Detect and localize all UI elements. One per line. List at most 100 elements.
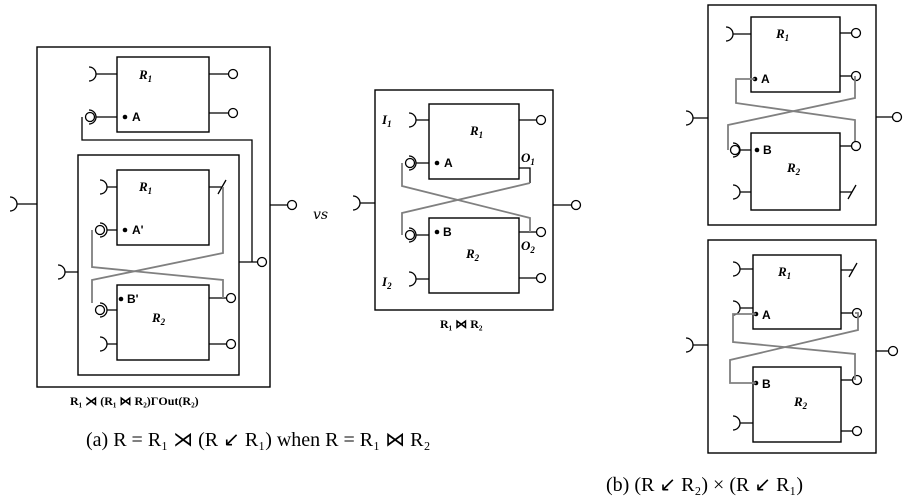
port-dot-b-right-top [754,147,760,153]
outer-box-right-top [707,4,877,226]
middle-formula: R₁ ⋈ R₂ [440,317,483,331]
input-socket-r1-right-top [725,26,751,42]
input-socket-r1-right-bottom-2 [732,300,753,316]
component-r1-middle [428,103,520,180]
wire-a-to-output [81,117,253,262]
output-ball-r2-middle-2 [535,272,547,284]
component-r1-right-top [750,16,841,93]
component-r2-inner [116,284,210,361]
port-label-i2: I2 [381,274,392,291]
vs-label: vs [313,207,328,223]
output-cut-r1-right-bottom [841,262,858,278]
left-composition: R1 A R1 A' R2 B' [9,46,298,408]
outer-output-ball-right-bottom [887,345,899,357]
port-label-a-right-top: A [761,72,770,86]
caption-b: (b) (R ↙ R₂) × (R ↙ R₁) [606,474,803,496]
port-label-o2: O2 [521,238,535,255]
output-ball-r1-middle-1 [535,114,547,126]
input-socket-a-middle [408,155,429,171]
component-r2-right-top [750,132,841,211]
port-label-a-middle: A [444,156,453,170]
output-ball-r2-right-bottom-2 [851,425,863,437]
input-socket-r1-top [88,66,117,82]
r1-middle-label: R1 [469,123,483,140]
outer-box-middle [374,89,554,311]
input-socket-r2-right-bottom [732,415,753,431]
input-socket-r2-inner [99,336,117,352]
cross-wire-o1-b [401,182,531,235]
plug-b-right-top [729,144,741,156]
port-label-b-middle: B [443,225,452,239]
port-label-b-right-bottom: B [762,377,771,391]
cross-wire-b-right-top [727,76,856,150]
inner-box-output-ball [256,256,268,268]
outer-output-ball-left [286,199,298,211]
plug-a-left [84,111,96,123]
r1-top-label: R1 [138,67,152,84]
port-label-o1: O1 [521,150,535,167]
input-socket-b-middle [408,227,429,243]
outer-box-left [36,46,271,388]
input-socket-r1-top-a [88,109,117,125]
cross-wire-a-right-bottom [732,313,856,380]
component-r1-right-bottom [752,254,842,330]
port-dot-a-middle [434,160,440,166]
output-ball-r1-top-2 [227,107,239,119]
port-dot-a [122,114,128,120]
right-bottom-composition: R1 A R2 B [685,239,899,454]
r2-right-bottom-label: R2 [793,394,808,411]
cross-wire-a-right-top [735,78,856,146]
inner-box-left [77,154,240,376]
outer-input-socket-right-bottom [685,337,708,353]
cross-wire-b-prime [91,187,224,303]
port-label-i1: I1 [381,112,392,129]
input-socket-i1 [408,112,429,128]
plug-a-middle [404,157,416,169]
r1-right-top-label: R1 [775,26,789,43]
port-label-a-prime: A' [132,223,144,237]
r1-inner-label: R1 [138,179,152,196]
r2-right-top-label: R2 [786,160,801,177]
outer-input-socket-right-top [685,110,708,126]
port-label-b-right-top: B [763,143,772,157]
component-r2-middle [428,217,520,294]
input-socket-r1-right-bottom [732,261,753,277]
output-ball-r2-inner-1 [225,292,237,304]
output-ball-r2-right-top-1 [850,140,862,152]
r2-middle-label: R2 [465,246,480,263]
cross-wire-a-o2 [401,163,531,232]
port-label-a-right-bottom: A [762,308,771,322]
input-socket-r1-inner-a [99,222,117,238]
right-top-composition: R1 A R2 B [685,4,903,226]
input-socket-r2-inner-b [99,302,117,318]
port-dot-a-prime [122,227,128,233]
plug-a-prime [94,224,106,236]
outer-output-ball-middle [570,199,582,211]
port-dot-b-prime [118,296,124,302]
output-ball-r1-right-top-2 [850,70,862,82]
output-ball-r2-inner-2 [225,338,237,350]
caption-a: (a) R = R₁ ⋊ (R ↙ R₁) when R = R₁ ⋈ R₂ [86,429,430,451]
output-cut-r2-right-top [840,184,857,200]
port-label-a-left: A [132,110,141,124]
output-ball-r1-right-top-1 [850,27,862,39]
output-ball-r2-right-bottom-1 [851,374,863,386]
middle-composition: R1 I1 A O1 R2 B I2 O2 R₁ ⋈ R₂ [352,89,582,331]
plug-b-middle [404,229,416,241]
input-socket-i2 [408,271,429,287]
outer-input-socket-left [9,196,37,212]
r1-right-bottom-label: R1 [777,264,791,281]
component-r1-top [116,56,210,133]
component-r2-right-bottom [752,366,842,443]
outer-box-right-bottom [707,239,877,454]
plug-b-prime [94,304,106,316]
left-formula: R₁ ⋊ (R₁ ⋈ R₂)ΓOut(R₂) [70,394,199,408]
component-r1-inner [116,169,210,246]
output-wire-o1 [519,167,531,183]
port-label-b-prime: B' [127,292,139,306]
cross-wire-b-right-bottom [729,312,859,384]
outer-output-ball-right-top [891,111,903,123]
input-socket-r2-right-top [732,184,751,200]
port-dot-b-middle [434,229,440,235]
output-cut-r1-inner [209,179,227,195]
